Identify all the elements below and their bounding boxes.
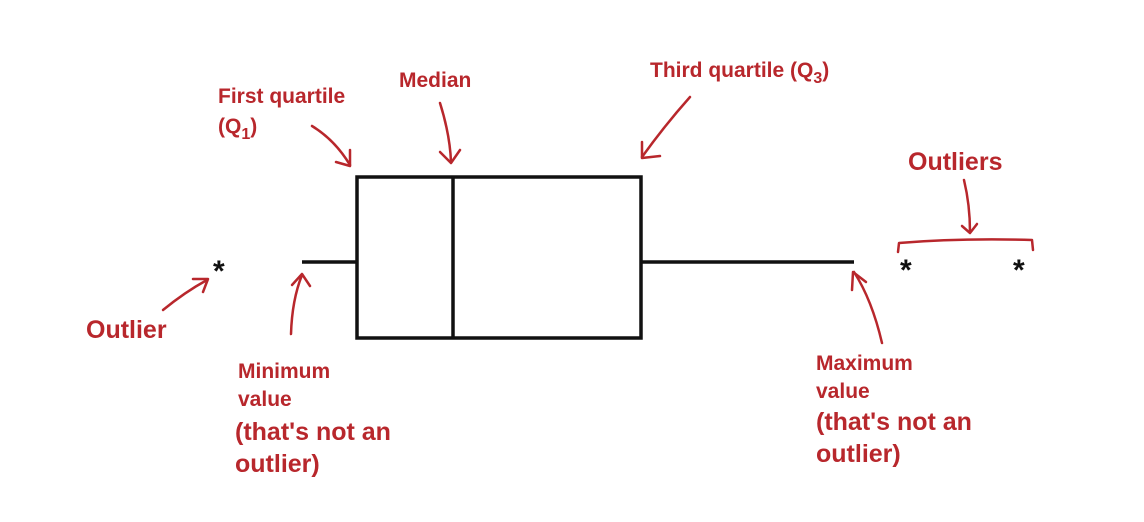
median-arrow-icon — [438, 101, 462, 165]
outliers-arrow-icon — [960, 178, 979, 235]
interquartile-box — [355, 175, 643, 340]
maximum-label-line1: Maximum — [816, 352, 913, 375]
right-outlier-point-1: * — [900, 254, 912, 287]
minimum-label-line3: (that's not an — [235, 418, 391, 446]
outliers-label: Outliers — [908, 148, 1002, 176]
maximum-label-line2: value — [816, 380, 870, 403]
outliers-brace — [896, 238, 1035, 254]
q3-arrow-icon — [640, 95, 692, 160]
minimum-label-line1: Minimum — [238, 360, 330, 383]
q1-arrow-icon — [310, 124, 352, 168]
minimum-label-line2: value — [238, 388, 292, 411]
q1-label: (Q1) — [218, 115, 257, 143]
maximum-arrow-icon — [850, 270, 884, 345]
maximum-label-line4: outlier) — [816, 440, 901, 468]
minimum-label-line4: outlier) — [235, 450, 320, 478]
left-outlier-point: * — [213, 255, 225, 288]
first-quartile-label: First quartile — [218, 85, 345, 108]
maximum-label-line3: (that's not an — [816, 408, 972, 436]
right-outlier-point-2: * — [1013, 254, 1025, 287]
median-label: Median — [399, 69, 471, 92]
outlier-arrow-icon — [161, 277, 210, 312]
outlier-label: Outlier — [86, 316, 167, 344]
minimum-arrow-icon — [289, 272, 312, 336]
third-quartile-label: Third quartile (Q3) — [650, 59, 829, 87]
